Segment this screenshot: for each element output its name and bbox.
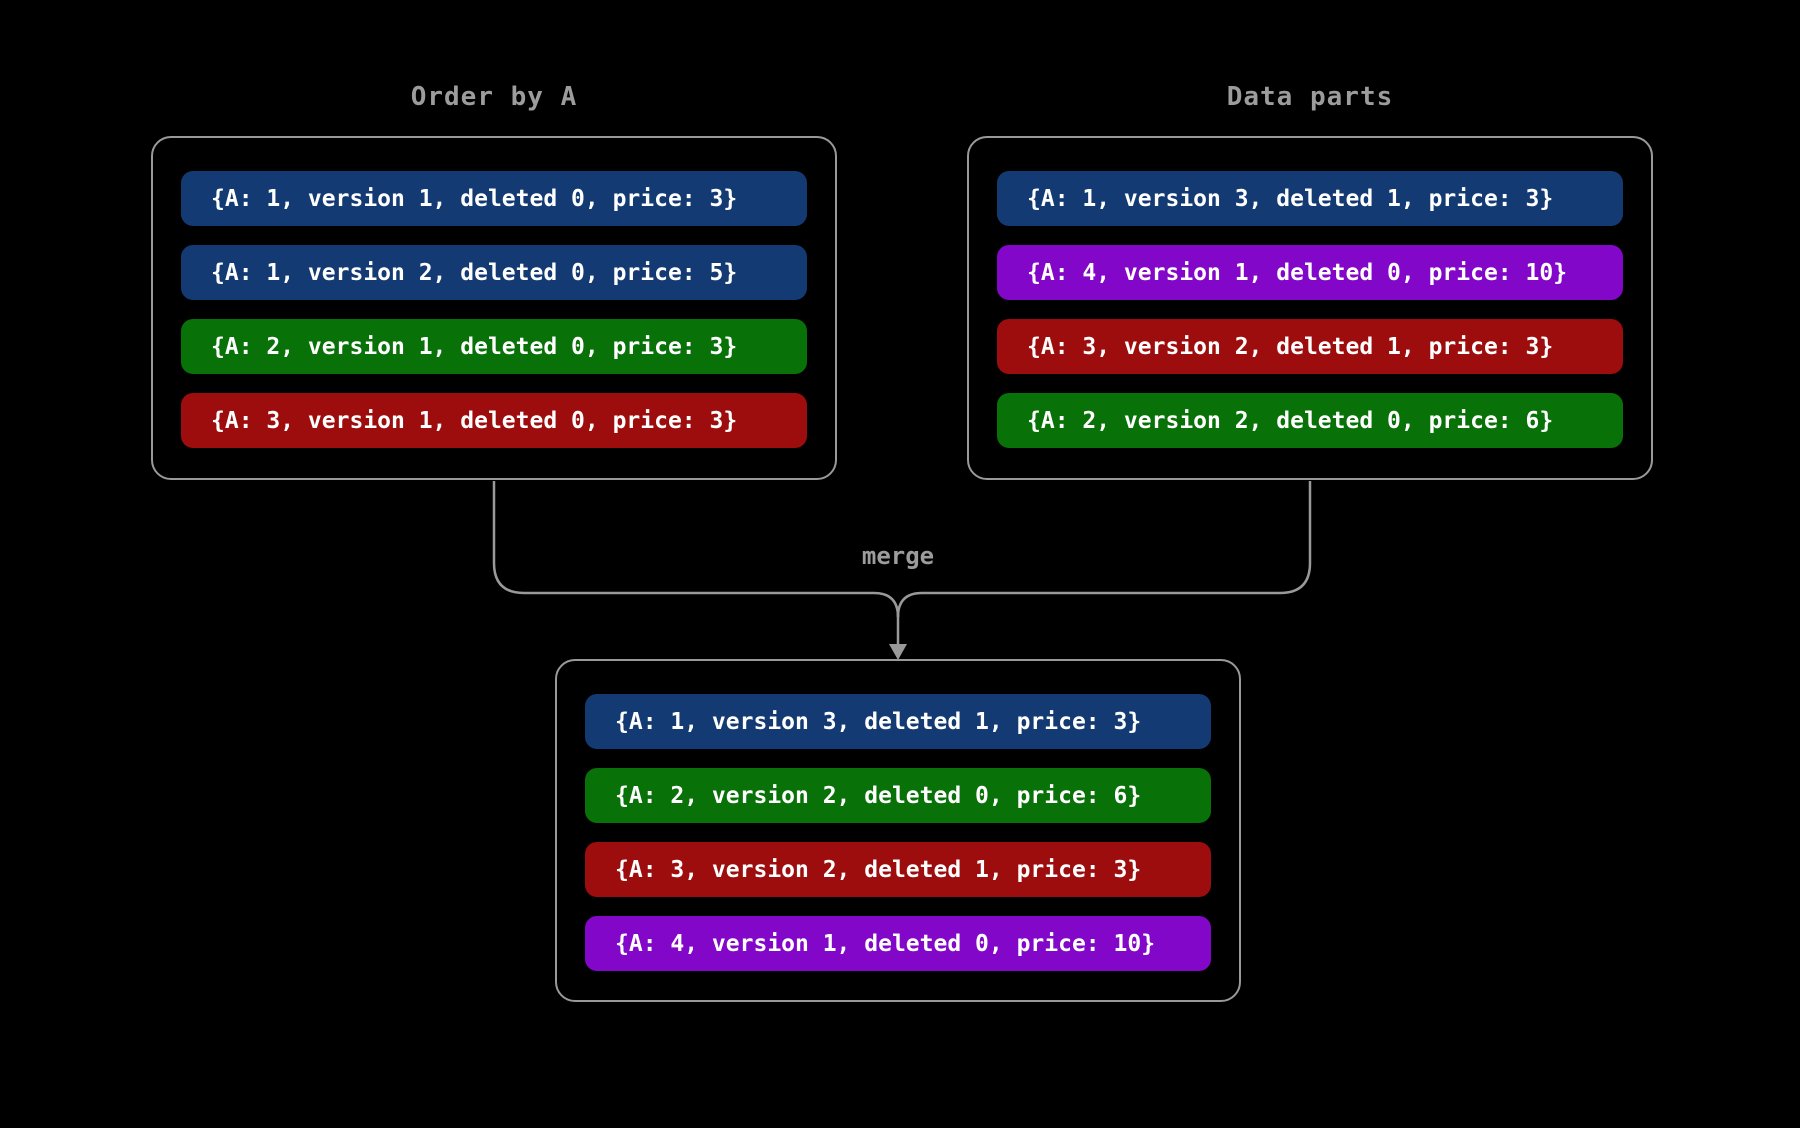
data-row: {A: 1, version 3, deleted 1, price: 3} [997,171,1623,226]
order-by-a-title: Order by A [410,82,578,112]
data-row: {A: 3, version 2, deleted 1, price: 3} [997,319,1623,374]
merged-result-rows: {A: 1, version 3, deleted 1, price: 3} {A… [557,661,1239,1000]
data-row: {A: 3, version 1, deleted 0, price: 3} [181,393,807,448]
data-parts-box: {A: 1, version 3, deleted 1, price: 3} {A… [967,136,1653,480]
merge-label: merge [861,542,935,570]
data-row: {A: 1, version 3, deleted 1, price: 3} [585,694,1211,749]
data-row: {A: 4, version 1, deleted 0, price: 10} [585,916,1211,971]
data-row: {A: 3, version 2, deleted 1, price: 3} [585,842,1211,897]
order-by-a-box: {A: 1, version 1, deleted 0, price: 3} {A… [151,136,837,480]
merged-result-box: {A: 1, version 3, deleted 1, price: 3} {A… [555,659,1241,1002]
order-by-a-rows: {A: 1, version 1, deleted 0, price: 3} {A… [153,138,835,478]
data-row: {A: 2, version 1, deleted 0, price: 3} [181,319,807,374]
data-row: {A: 2, version 2, deleted 0, price: 6} [585,768,1211,823]
data-row: {A: 1, version 2, deleted 0, price: 5} [181,245,807,300]
data-row: {A: 2, version 2, deleted 0, price: 6} [997,393,1623,448]
data-parts-rows: {A: 1, version 3, deleted 1, price: 3} {A… [969,138,1651,478]
data-parts-title: Data parts [1226,82,1394,112]
arrow-down-icon [889,644,907,660]
data-row: {A: 4, version 1, deleted 0, price: 10} [997,245,1623,300]
data-row: {A: 1, version 1, deleted 0, price: 3} [181,171,807,226]
